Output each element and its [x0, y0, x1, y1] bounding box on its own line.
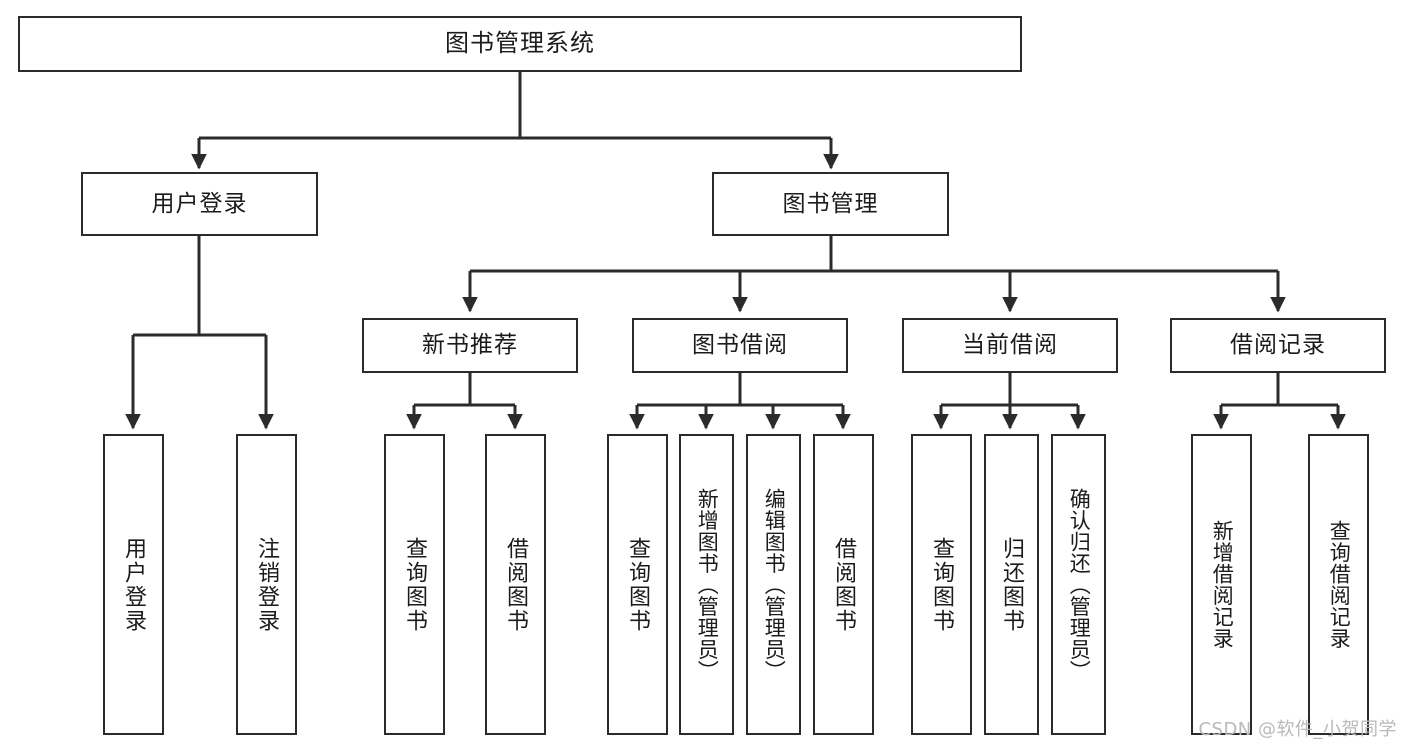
leaf-current-query[interactable]: 查询图书: [911, 434, 972, 735]
node-book-management[interactable]: 图书管理: [712, 172, 949, 236]
leaf-label: 新增图书（管理员）: [695, 487, 720, 682]
node-current-borrow[interactable]: 当前借阅: [902, 318, 1118, 373]
leaf-borrow-borrow-book[interactable]: 借阅图书: [813, 434, 874, 735]
node-borrow-records-label: 借阅记录: [1230, 332, 1326, 359]
leaf-label: 注销登录: [254, 536, 280, 633]
leaf-records-query-record[interactable]: 查询借阅记录: [1308, 434, 1369, 735]
node-book-borrow-label: 图书借阅: [692, 332, 788, 359]
leaf-label: 编辑图书（管理员）: [762, 487, 787, 682]
leaf-new-book-borrow[interactable]: 借阅图书: [485, 434, 546, 735]
leaf-label: 查询图书: [929, 536, 955, 633]
leaf-user-login-logout[interactable]: 注销登录: [236, 434, 297, 735]
leaf-label: 新增借阅记录: [1210, 520, 1235, 649]
leaf-borrow-edit-book-admin[interactable]: 编辑图书（管理员）: [746, 434, 801, 735]
node-user-login-label: 用户登录: [151, 190, 248, 217]
leaf-borrow-query[interactable]: 查询图书: [607, 434, 668, 735]
node-user-login[interactable]: 用户登录: [81, 172, 318, 236]
leaf-borrow-add-book-admin[interactable]: 新增图书（管理员）: [679, 434, 734, 735]
leaf-label: 借阅图书: [831, 536, 857, 633]
leaf-current-return-book[interactable]: 归还图书: [984, 434, 1039, 735]
node-book-borrow[interactable]: 图书借阅: [632, 318, 848, 373]
node-new-book-recommend-label: 新书推荐: [422, 332, 518, 359]
node-new-book-recommend[interactable]: 新书推荐: [362, 318, 578, 373]
leaf-new-book-query[interactable]: 查询图书: [384, 434, 445, 735]
leaf-label: 确认归还（管理员）: [1067, 487, 1092, 682]
leaf-label: 用户登录: [121, 536, 147, 633]
node-current-borrow-label: 当前借阅: [962, 332, 1058, 359]
leaf-label: 查询图书: [402, 536, 428, 633]
csdn-watermark: CSDN @软件_小贺同学: [1198, 719, 1397, 740]
node-root[interactable]: 图书管理系统: [18, 16, 1022, 72]
leaf-current-confirm-return-admin[interactable]: 确认归还（管理员）: [1051, 434, 1106, 735]
node-borrow-records[interactable]: 借阅记录: [1170, 318, 1386, 373]
leaf-user-login-login[interactable]: 用户登录: [103, 434, 164, 735]
node-book-management-label: 图书管理: [782, 190, 879, 217]
node-root-label: 图书管理系统: [445, 29, 595, 58]
leaf-label: 查询借阅记录: [1327, 520, 1352, 649]
leaf-records-add-record[interactable]: 新增借阅记录: [1191, 434, 1252, 735]
leaf-label: 借阅图书: [503, 536, 529, 633]
leaf-label: 查询图书: [625, 536, 651, 633]
leaf-label: 归还图书: [999, 536, 1025, 633]
